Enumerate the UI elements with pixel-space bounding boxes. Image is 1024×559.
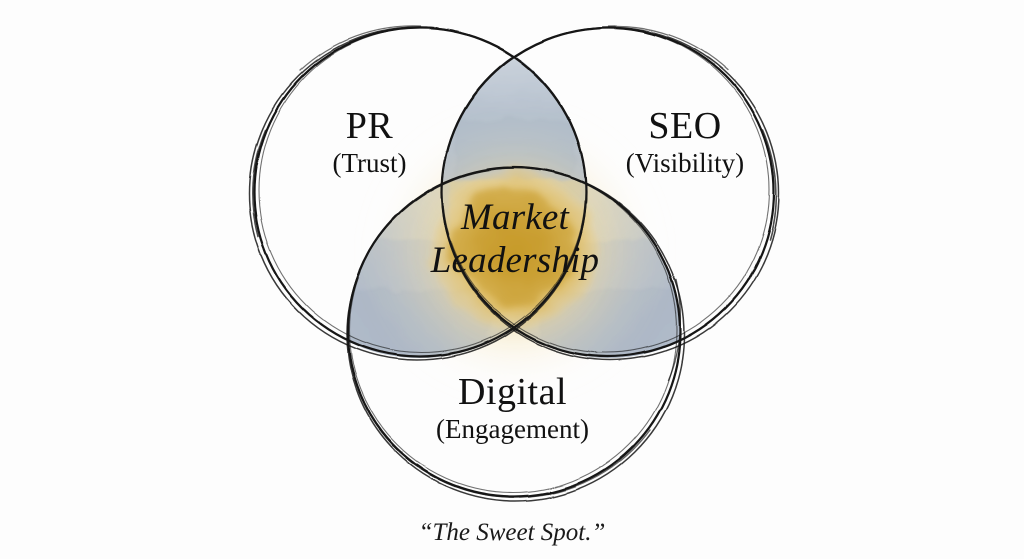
- label-seo-title: SEO: [648, 105, 722, 147]
- label-seo-subtitle: (Visibility): [625, 147, 745, 178]
- label-digital: Digital (Engagement): [400, 371, 625, 444]
- label-seo: SEO (Visibility): [560, 105, 810, 178]
- circle-stroke-pr: [248, 25, 588, 361]
- label-digital-title: Digital: [457, 371, 568, 413]
- label-digital-subtitle: (Engagement): [436, 413, 589, 444]
- label-pr-subtitle: (Trust): [332, 147, 407, 178]
- circle-strokes: [248, 25, 780, 502]
- label-pr: PR (Trust): [262, 105, 477, 178]
- caption-sweet-spot: “The Sweet Spot.”: [418, 519, 606, 546]
- circle-stroke-digital: [346, 166, 685, 502]
- label-center-line1: Market: [460, 197, 570, 238]
- label-pr-title: PR: [345, 105, 394, 147]
- label-center-line2: Leadership: [430, 239, 600, 281]
- circle-stroke-seo: [440, 25, 780, 361]
- label-center-market-leadership: Market Leadership: [390, 197, 640, 282]
